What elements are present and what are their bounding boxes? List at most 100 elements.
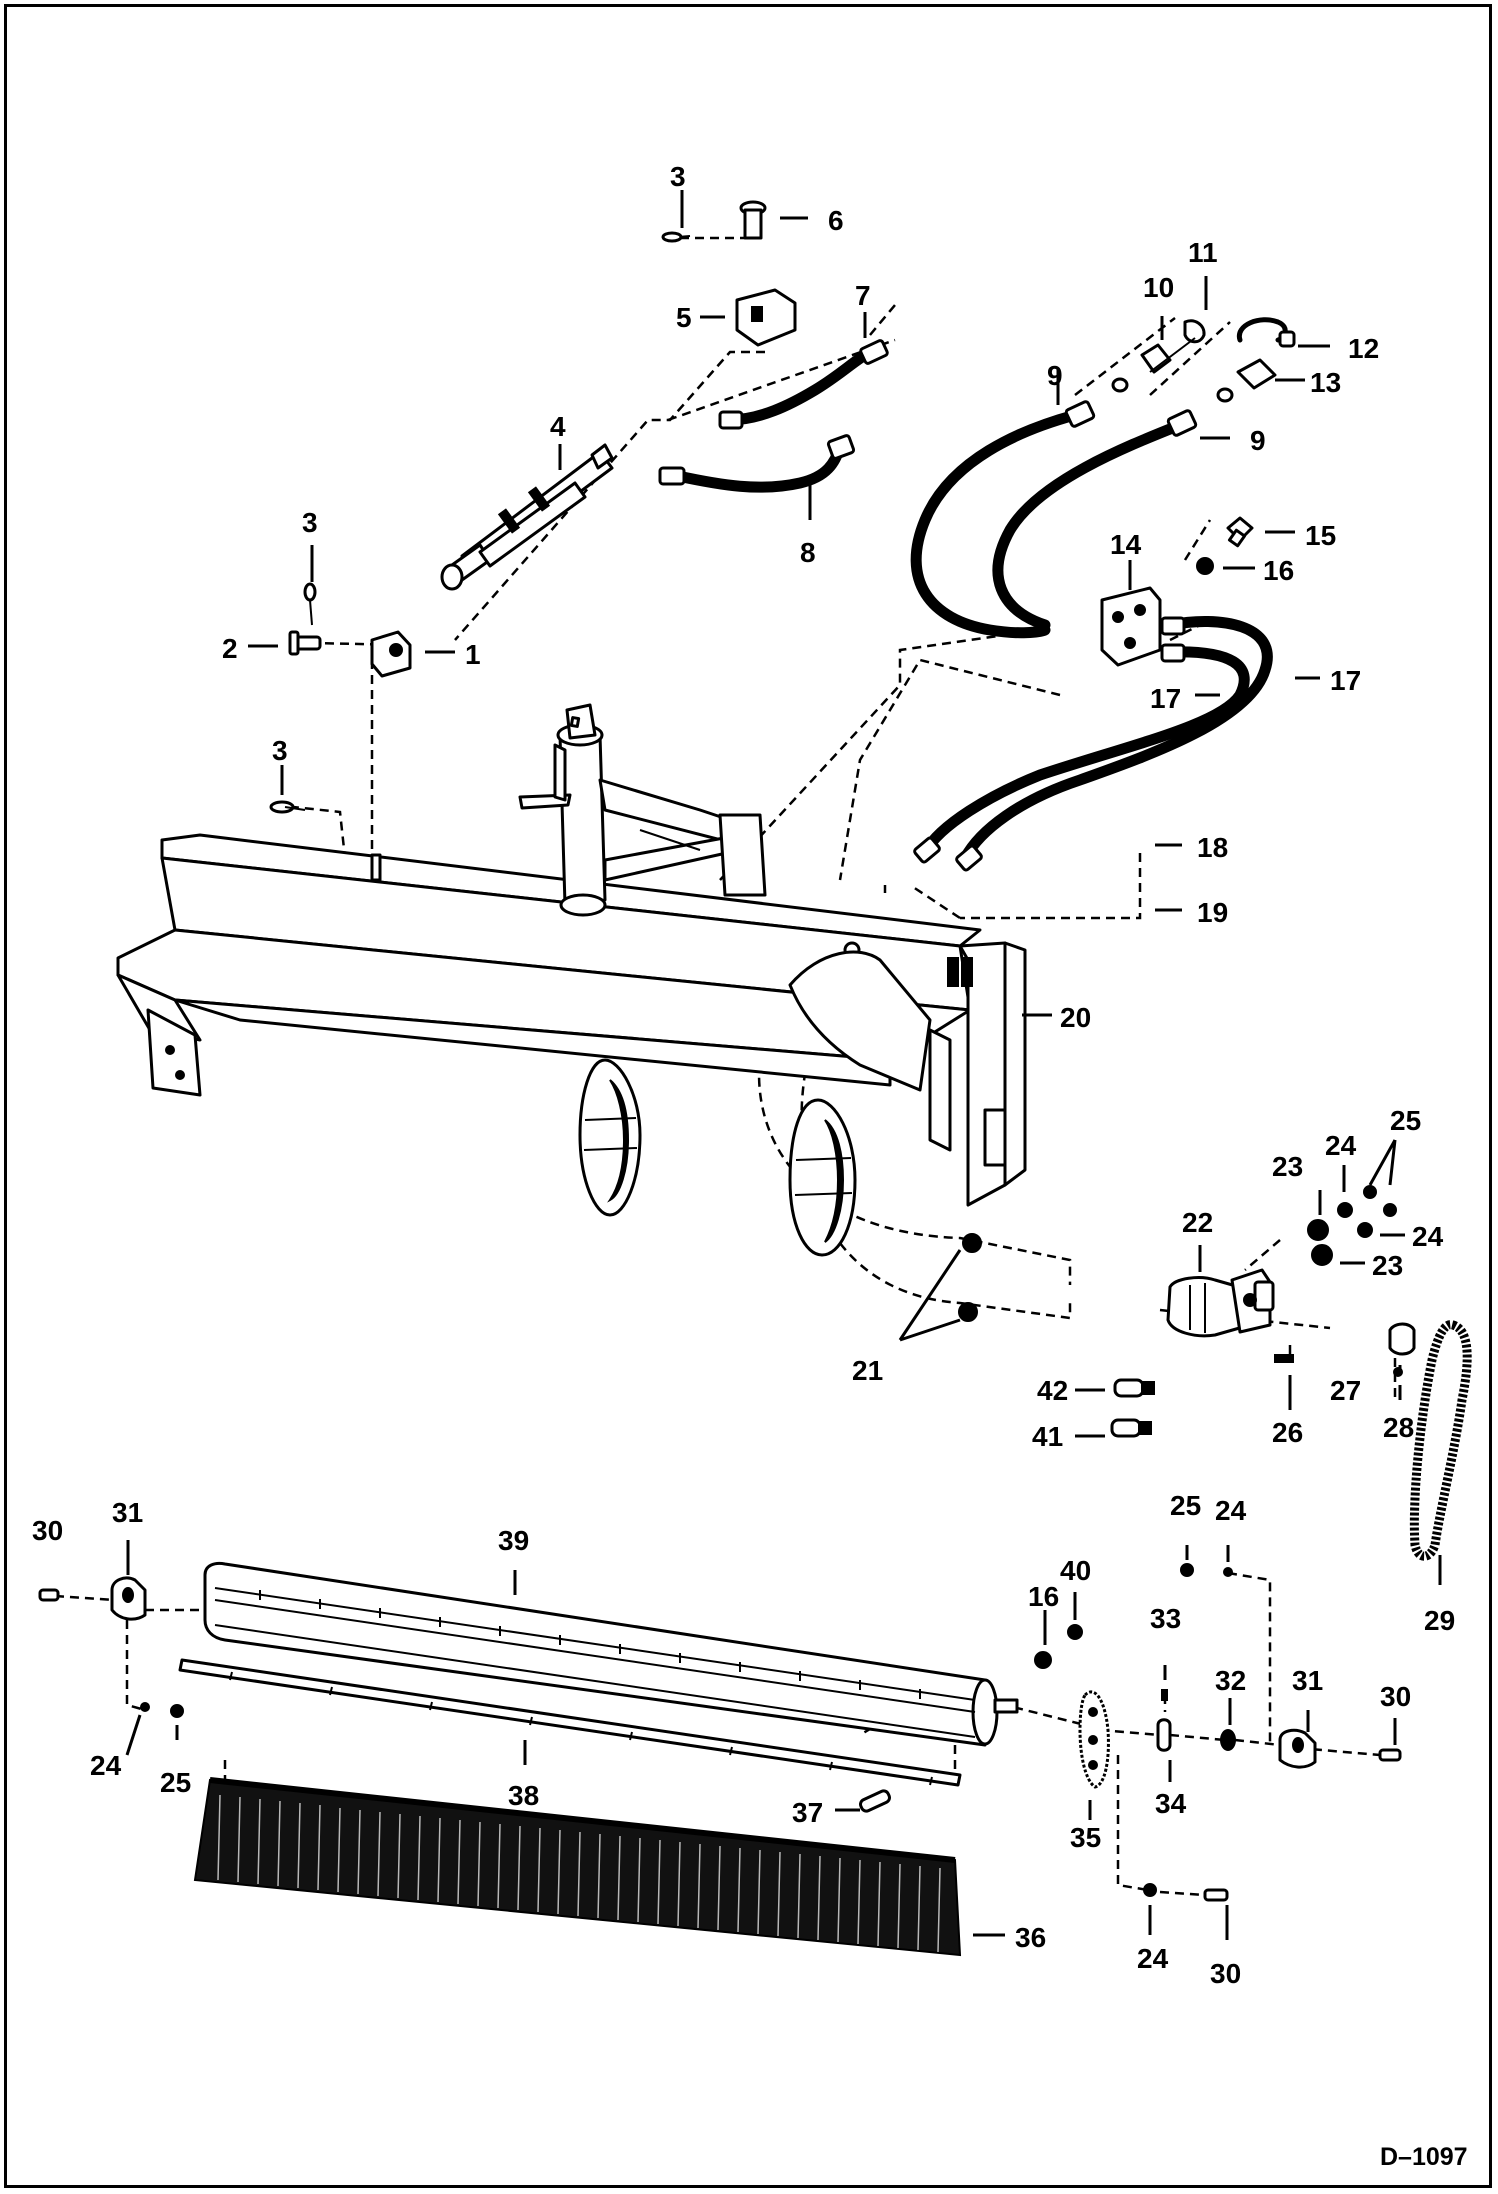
fitting-12 [1236, 317, 1296, 348]
lower-hardware-24-30 [1143, 1883, 1229, 1902]
callout-30: 30 [32, 1515, 63, 1546]
fitting-13 [1216, 358, 1277, 403]
callout-8: 8 [800, 537, 816, 568]
callout-33: 33 [1150, 1603, 1181, 1634]
upper-pin-6 [739, 200, 767, 240]
callout-24: 24 [1412, 1221, 1444, 1252]
callout-labels: 3 6 5 7 4 8 3 2 1 3 11 10 12 13 9 9 15 1… [32, 161, 1455, 1989]
cotter-pin-3b [303, 582, 317, 626]
callout-38: 38 [508, 1780, 539, 1811]
callout-11: 11 [1188, 237, 1218, 268]
callout-37: 37 [792, 1797, 823, 1828]
nut-16 [1196, 557, 1214, 575]
callout-20: 20 [1060, 1002, 1091, 1033]
callout-12: 12 [1348, 333, 1379, 364]
retaining-rod-38 [178, 1658, 962, 1787]
hose-17a [959, 615, 1273, 864]
hose-17b [919, 643, 1250, 858]
hydraulic-motor-22 [1166, 1268, 1275, 1338]
callout-25: 25 [1170, 1490, 1201, 1521]
figure-code: D–1097 [1380, 2143, 1468, 2171]
motor-nuts-21 [958, 1233, 982, 1322]
hose-8 [658, 434, 856, 493]
clevis-pin-2 [288, 630, 322, 656]
leader-lines [125, 190, 1442, 1940]
callout-6: 6 [828, 205, 844, 236]
callout-21: 21 [852, 1355, 883, 1386]
callout-24: 24 [1215, 1495, 1247, 1526]
frame-stand-post [370, 703, 767, 917]
callout-41: 41 [1032, 1421, 1063, 1452]
callout-31: 31 [112, 1497, 143, 1528]
callout-4: 4 [550, 411, 566, 442]
callout-15: 15 [1305, 520, 1336, 551]
cotter-pin-3a [661, 231, 691, 243]
callout-3: 3 [302, 507, 318, 538]
drive-chain-29 [1409, 1320, 1472, 1561]
elbow-11 [1149, 319, 1206, 373]
sprocket-27-28 [1388, 1322, 1416, 1377]
cylinder-base-mount [370, 630, 412, 678]
callout-30: 30 [1380, 1681, 1411, 1712]
hose-9a [910, 400, 1096, 639]
clevis-5 [735, 288, 797, 347]
right-wheel [788, 1098, 857, 1257]
key-26 [1274, 1354, 1294, 1363]
motor-washers-23-24-25 [1307, 1185, 1397, 1266]
bolt-15 [1226, 516, 1254, 548]
callout-42: 42 [1037, 1375, 1068, 1406]
callout-1: 1 [465, 639, 481, 670]
callout-5: 5 [676, 302, 692, 333]
callout-13: 13 [1310, 367, 1341, 398]
callout-3: 3 [272, 735, 288, 766]
callout-9: 9 [1250, 425, 1266, 456]
callout-23: 23 [1272, 1151, 1303, 1182]
callout-10: 10 [1143, 272, 1174, 303]
bolt-30-left [38, 1588, 60, 1602]
left-hardware-24-25 [140, 1702, 184, 1718]
callout-7: 7 [855, 280, 871, 311]
hose-7 [718, 339, 889, 430]
callout-3: 3 [670, 161, 686, 192]
left-wheel [578, 1058, 642, 1217]
callout-23: 23 [1372, 1250, 1403, 1281]
callout-40: 40 [1060, 1555, 1091, 1586]
brush-strip-36 [193, 1777, 962, 1957]
brush-core-39 [203, 1561, 1019, 1747]
hose-9b [992, 409, 1198, 631]
hydraulic-cylinder [440, 443, 614, 591]
callout-27: 27 [1330, 1375, 1361, 1406]
callout-22: 22 [1182, 1207, 1213, 1238]
bearing-31-right [1278, 1728, 1317, 1769]
bushing-34-33 [1156, 1689, 1172, 1752]
callout-17: 17 [1330, 665, 1361, 696]
bolt-30-right [1378, 1748, 1402, 1762]
callout-34: 34 [1155, 1788, 1187, 1819]
callout-14: 14 [1110, 529, 1142, 560]
callout-31: 31 [1292, 1665, 1323, 1696]
fitting-10 [1111, 343, 1172, 393]
callout-25: 25 [160, 1767, 191, 1798]
pin-37 [859, 1789, 891, 1813]
callout-36: 36 [1015, 1922, 1046, 1953]
callout-28: 28 [1383, 1412, 1414, 1443]
callout-24: 24 [90, 1750, 122, 1781]
sweeper-frame-20 [116, 833, 1027, 1207]
core-slot-marks [259, 1590, 921, 1699]
upper-hardware-24-25 [1180, 1563, 1233, 1577]
sprocket-35 [1078, 1690, 1110, 1789]
callout-30: 30 [1210, 1958, 1241, 1989]
callout-2: 2 [222, 633, 238, 664]
valve-block-14 [1100, 586, 1162, 667]
callout-16: 16 [1028, 1581, 1059, 1612]
callout-18: 18 [1197, 832, 1228, 863]
callout-26: 26 [1272, 1417, 1303, 1448]
callout-32: 32 [1215, 1665, 1246, 1696]
callout-19: 19 [1197, 897, 1228, 928]
washer-32 [1220, 1729, 1236, 1751]
callout-17: 17 [1150, 683, 1181, 714]
callout-24: 24 [1137, 1943, 1169, 1974]
callout-9: 9 [1047, 360, 1063, 391]
cotter-pin-3c [269, 800, 306, 814]
